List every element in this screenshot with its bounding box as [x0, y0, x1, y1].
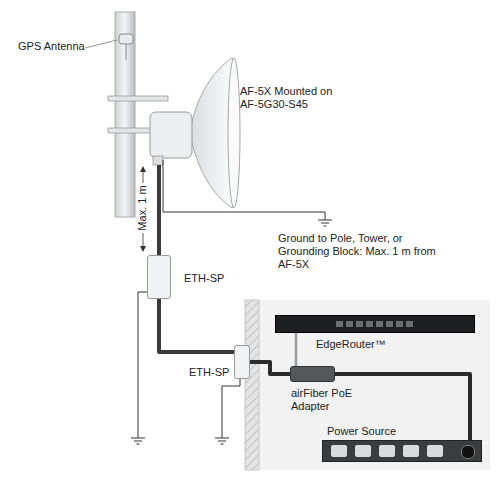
indoor-area	[258, 300, 490, 470]
router-port	[336, 321, 343, 327]
node-label: ETH-SP	[184, 272, 224, 285]
part-label: GPS Antenna	[18, 40, 85, 53]
radio-port	[153, 156, 163, 165]
cable	[159, 299, 234, 352]
dish-rim	[228, 58, 240, 208]
outlet	[355, 445, 371, 457]
cable	[296, 333, 297, 366]
note-label: Ground to Pole, Tower, or Grounding Bloc…	[278, 232, 448, 271]
node-label: airFiber PoE Adapter	[291, 387, 361, 413]
router-port	[356, 321, 363, 327]
surge-protector: ETH-SP	[147, 255, 171, 299]
mount-bracket	[108, 96, 168, 101]
power-strip: Power Source	[322, 440, 482, 462]
ground-symbol	[131, 438, 145, 444]
wall	[245, 300, 259, 470]
node-label: EdgeRouter™	[316, 338, 386, 351]
surge-protector: ETH-SP	[234, 345, 250, 379]
node-label: AF-5X Mounted on AF-5G30-S45	[240, 85, 340, 111]
power-switch	[461, 445, 475, 459]
ground-symbol	[318, 220, 332, 226]
pole	[115, 12, 135, 217]
ground-wire	[163, 160, 325, 220]
router-port	[396, 321, 403, 327]
ground-symbol	[215, 438, 229, 444]
gps-antenna	[119, 34, 133, 44]
poe-adapter: airFiber PoE Adapter	[290, 366, 335, 382]
outlet	[379, 445, 395, 457]
router-port	[386, 321, 393, 327]
node-label: ETH-SP	[189, 366, 229, 379]
outlet	[331, 445, 347, 457]
ground-wire	[138, 292, 148, 438]
outlet	[427, 445, 443, 457]
dimension-label: Max. 1 m	[136, 183, 149, 233]
gps-cable	[126, 44, 127, 60]
cable	[250, 362, 290, 374]
radio-unit	[150, 112, 192, 158]
cable	[159, 165, 160, 255]
node-label: Power Source	[327, 425, 396, 438]
router-port	[376, 321, 383, 327]
router-port	[346, 321, 353, 327]
outlet	[403, 445, 419, 457]
router-port	[406, 321, 413, 327]
router-port	[366, 321, 373, 327]
router: EdgeRouter™	[275, 315, 475, 333]
ground-wire	[222, 379, 240, 438]
leader-line	[85, 40, 117, 48]
radio-antenna: AF-5X Mounted on AF-5G30-S45	[150, 55, 240, 165]
